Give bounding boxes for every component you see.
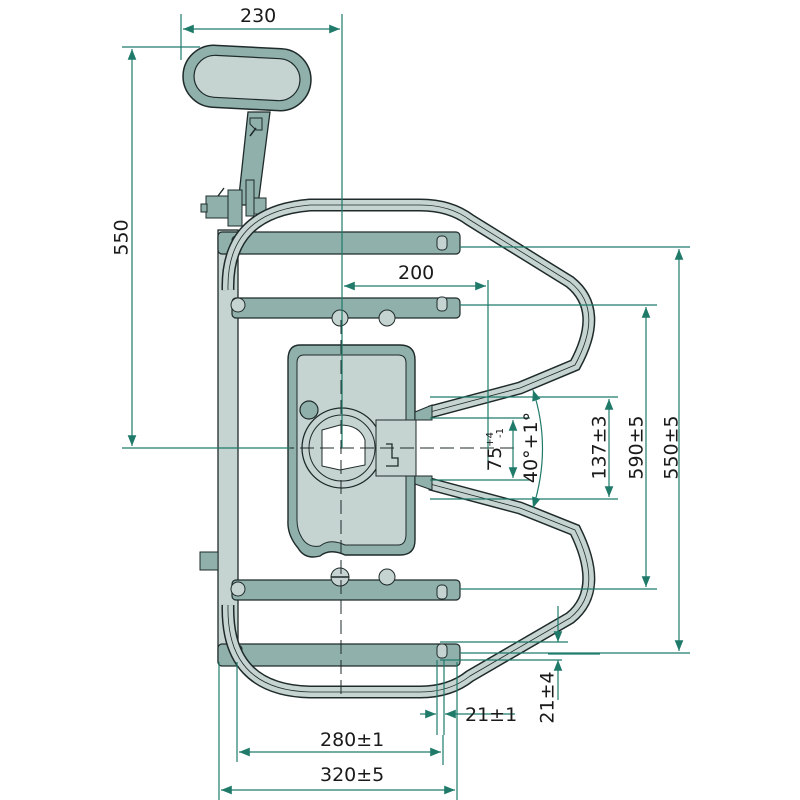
handle-lever (182, 44, 312, 227)
dim-mouth-opening: 137±3 (588, 415, 611, 480)
dim-overall-height: 550±5 (660, 415, 683, 480)
dim-mouth-angle: 40°+1° (520, 411, 543, 484)
dim-hole-spacing: 280±1 (320, 729, 385, 751)
hook-housing (287, 344, 433, 558)
base-frame (199, 229, 461, 667)
center-lines (280, 320, 520, 700)
dim-guide-span: 590±5 (625, 415, 648, 480)
dim-center-offset: 200 (398, 262, 435, 284)
guide-mouth (221, 198, 596, 699)
dim-pin-height: 75+4-1 (483, 428, 506, 471)
dim-pin-height-value: 75 (483, 446, 506, 471)
dim-top-width: 230 (240, 5, 277, 27)
dim-overall-width: 320±5 (320, 764, 385, 786)
dim-left-height: 550 (110, 219, 133, 256)
dim-offset-vertical: 21±4 (536, 671, 559, 724)
dim-offset-small: 21±1 (465, 704, 518, 726)
dim-pin-tol-lower: -1 (494, 428, 506, 439)
dimension-lines (122, 14, 690, 800)
